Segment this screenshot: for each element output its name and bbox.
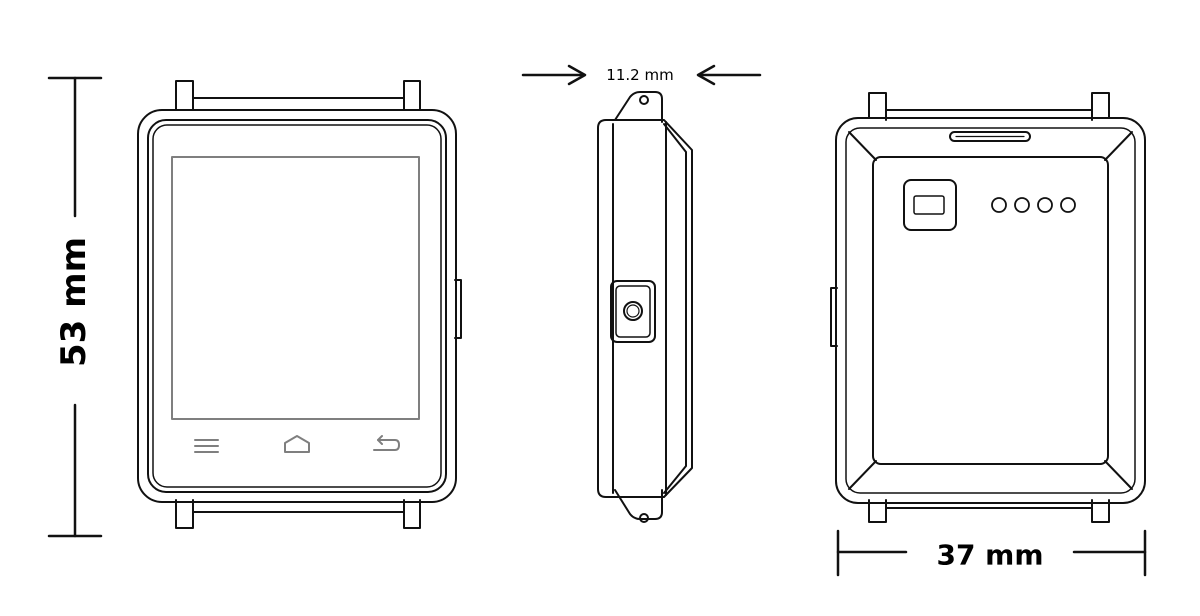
front-view — [137, 80, 462, 529]
thickness-label: 11.2 mm — [606, 66, 674, 84]
front-screen — [171, 156, 420, 420]
back-slot — [949, 131, 1031, 142]
front-bottom-lugs — [175, 499, 421, 529]
side-view — [597, 91, 693, 523]
front-top-lugs — [175, 80, 421, 111]
side-button — [610, 280, 656, 343]
height-dimension-line — [47, 76, 103, 538]
front-case-outer — [137, 109, 457, 503]
back-top-lugs — [868, 92, 1110, 121]
thickness-arrows — [521, 64, 762, 86]
front-side-button — [454, 279, 462, 339]
back-sensor — [903, 179, 957, 231]
charging-pins — [991, 197, 1076, 213]
home-icon — [284, 435, 310, 453]
front-bezel — [152, 124, 442, 488]
height-label: 53 mm — [54, 236, 94, 368]
back-icon — [373, 435, 400, 451]
width-dimension-line — [836, 529, 1147, 577]
front-case-inner — [147, 119, 447, 493]
back-view — [830, 92, 1146, 523]
back-side-button — [830, 287, 838, 347]
menu-icon — [194, 439, 219, 453]
width-label: 37 mm — [936, 538, 1044, 572]
side-body-outer — [597, 119, 693, 498]
back-case-outer — [835, 117, 1146, 504]
back-plate — [872, 156, 1109, 465]
